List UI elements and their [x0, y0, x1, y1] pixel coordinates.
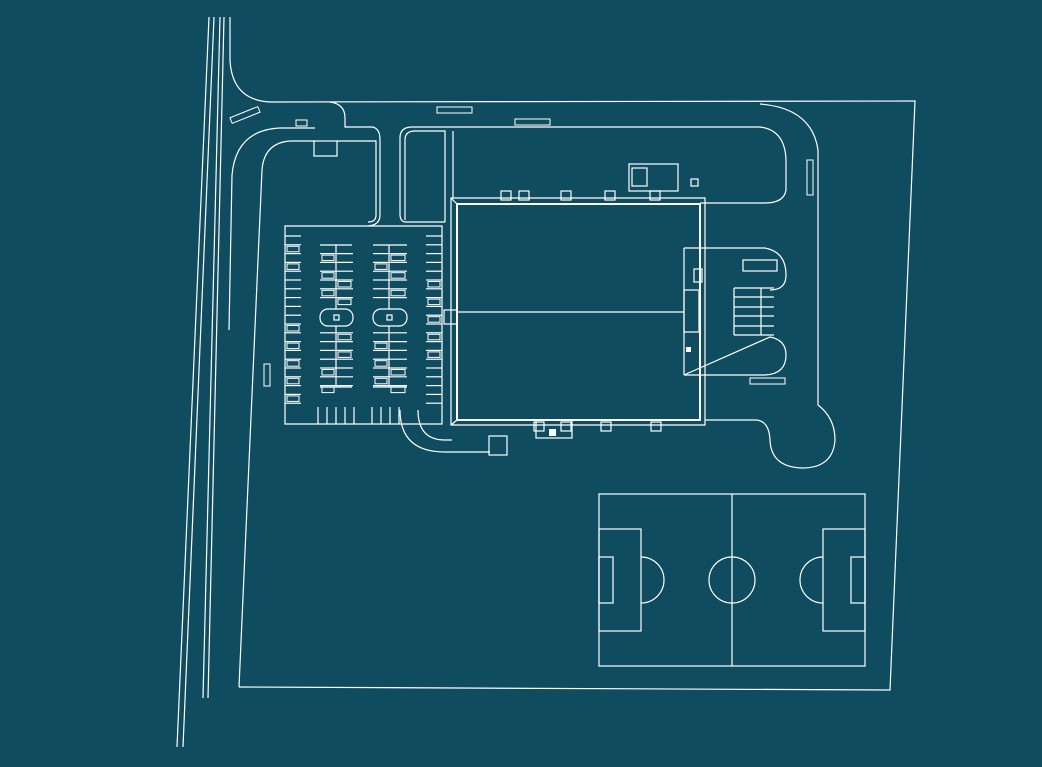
- parked-car: [427, 298, 441, 306]
- parked-car: [390, 386, 406, 394]
- parked-car: [286, 377, 300, 385]
- parked-car: [286, 342, 300, 350]
- parked-car: [337, 298, 352, 306]
- parked-car: [286, 360, 300, 367]
- parked-car: [286, 325, 300, 332]
- soccer-field: [598, 493, 866, 667]
- parked-car: [427, 316, 441, 323]
- loading-bay: [533, 421, 545, 432]
- parked-car: [390, 289, 406, 297]
- parked-car: [286, 395, 300, 402]
- parked-car: [374, 263, 388, 270]
- parked-car: [427, 351, 441, 358]
- loading-bay: [650, 421, 662, 432]
- loading-bay: [560, 421, 572, 432]
- parked-car: [286, 245, 300, 253]
- parking-lot: [284, 225, 443, 425]
- vehicles: [229, 105, 814, 387]
- parked-car: [390, 369, 406, 376]
- parked-car: [374, 377, 388, 385]
- parked-car: [427, 333, 441, 341]
- parked-car: [321, 254, 335, 262]
- loading-bay: [560, 190, 572, 201]
- parked-car: [321, 289, 335, 297]
- parked-car: [337, 333, 352, 341]
- parked-car: [337, 281, 352, 288]
- property-boundary: [229, 17, 916, 691]
- parked-car: [427, 281, 441, 288]
- parked-car: [374, 360, 388, 367]
- parked-car: [337, 351, 352, 358]
- loading-bay: [500, 190, 512, 201]
- parked-car: [321, 369, 335, 376]
- highway: [176, 16, 225, 748]
- parked-car: [321, 272, 335, 279]
- parked-car: [390, 272, 406, 279]
- parked-car: [374, 342, 388, 350]
- loading-bay: [518, 190, 530, 201]
- parked-car: [390, 254, 406, 262]
- parked-car: [286, 263, 300, 270]
- building-bays: [500, 190, 662, 432]
- loading-bay: [600, 421, 612, 432]
- loading-bay: [604, 190, 616, 201]
- loading-bay: [649, 190, 661, 201]
- building: [443, 163, 787, 439]
- parking-stalls: [285, 235, 442, 424]
- access-road: [228, 101, 836, 688]
- parked-car: [321, 386, 335, 394]
